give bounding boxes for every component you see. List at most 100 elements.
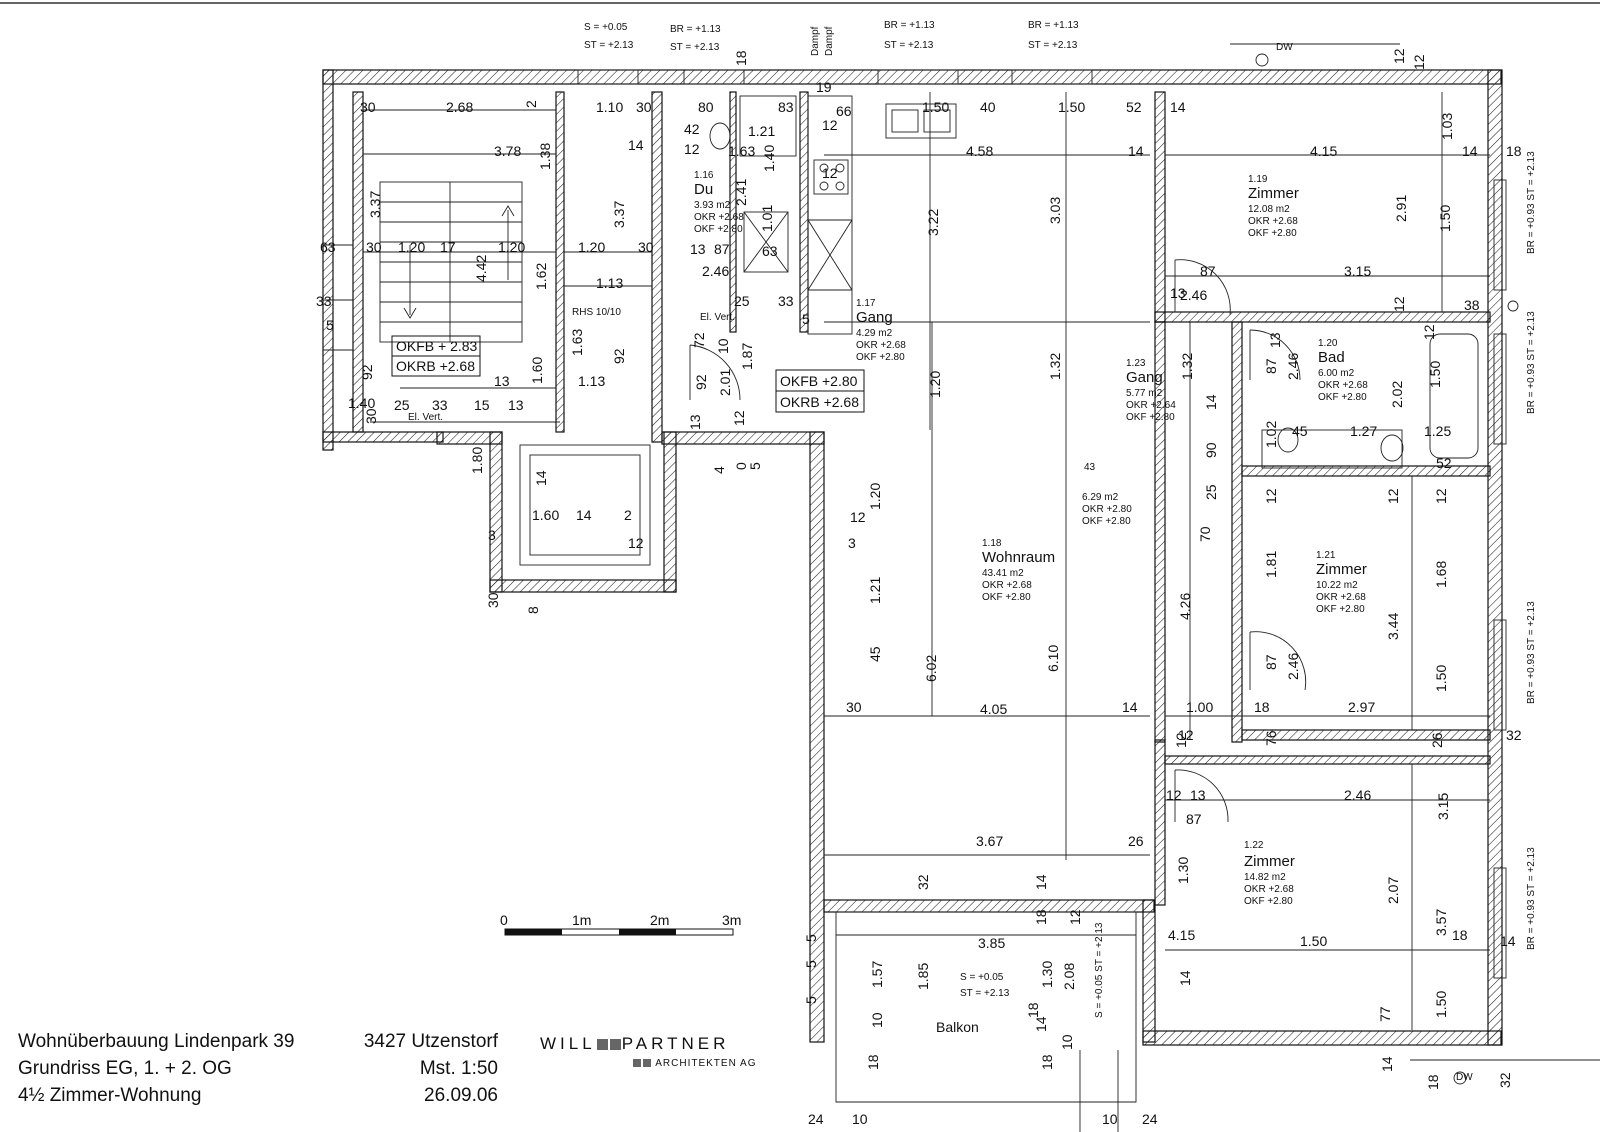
logo-word-left: WILL [540, 1034, 596, 1053]
dimension-value: 1.10 [596, 99, 623, 115]
dimension-value: 33 [432, 397, 448, 413]
window-label-right: BR = +0.93 ST = +2.13 [1526, 601, 1537, 704]
dimension-value: 15 [474, 397, 490, 413]
dimension-value: 1.63 [569, 329, 585, 356]
rhs-label: RHS 10/10 [572, 307, 621, 318]
dimension-value: 3.15 [1344, 263, 1371, 279]
dimension-value: 3.78 [494, 143, 521, 159]
dimension-value: 1.20 [398, 239, 425, 255]
dimension-value: 30 [363, 408, 379, 424]
room-okr: OKR +2.68 [1318, 380, 1368, 391]
dimension-value: 18 [1039, 1054, 1055, 1070]
dimension-value: 12 [1263, 488, 1279, 504]
el-vert-label: El. Vert. [700, 312, 735, 323]
dimension-value: 2.46 [1285, 353, 1301, 380]
dimension-value: 30 [846, 699, 862, 715]
room-name: Du [694, 181, 713, 198]
dimension-value: 10 [715, 338, 731, 354]
okfb-label: OKFB +2.80 [780, 373, 858, 389]
dimension-value: 5 [803, 934, 819, 942]
room-label-1-16: 1.16 Du 3.93 m2 OKR +2.68 OKF +2.80 [694, 170, 744, 235]
dimension-value: 18 [1025, 1002, 1041, 1018]
window-label-b: ST = +2.13 [584, 40, 634, 51]
scale-label: 2m [650, 912, 669, 928]
room-id: 1.23 [1126, 358, 1146, 369]
room-area: 4.29 m2 [856, 328, 893, 339]
room-okf: OKF +2.80 [856, 352, 905, 363]
room-label-1-19: 1.19 Zimmer 12.08 m2 OKR +2.68 OKF +2.80 [1248, 174, 1299, 239]
window-label-a: BR = +1.13 [670, 24, 721, 35]
dimension-value: 1.60 [532, 507, 559, 523]
scale-label: 1m [572, 912, 591, 928]
dimension-value: 1.20 [867, 483, 883, 510]
dimension-value: 1.40 [348, 395, 375, 411]
dimension-value: 24 [808, 1111, 824, 1127]
dimension-value: 12 [1067, 909, 1083, 925]
dimension-value: 1.38 [537, 143, 553, 170]
dimension-value: 3.15 [1435, 793, 1451, 820]
dimension-value: 76 [1263, 730, 1279, 746]
dimension-value: 4.05 [980, 701, 1007, 717]
drawing-scale: Mst. 1:50 [419, 1058, 498, 1079]
window-label-b: ST = +2.13 [670, 42, 720, 53]
dimension-value: 25 [1203, 484, 1219, 500]
dimension-value: 92 [359, 364, 375, 380]
room-label-1-17: 1.17 Gang 4.29 m2 OKR +2.68 OKF +2.80 [856, 298, 906, 363]
dimension-value: 1.20 [498, 239, 525, 255]
dimension-value: 4.26 [1177, 593, 1193, 620]
room-name: Bad [1318, 349, 1345, 366]
room-area: 6.00 m2 [1318, 368, 1355, 379]
dimension-value: 8 [525, 606, 541, 614]
window-label-right: BR = +0.93 ST = +2.13 [1526, 151, 1537, 254]
dimension-value: 12 [1385, 488, 1401, 504]
room-id: 1.18 [982, 538, 1002, 549]
dimension-value: 12 [628, 535, 644, 551]
dimension-value: 14 [1122, 699, 1138, 715]
dimension-value: 33 [778, 293, 794, 309]
dimension-value: 18 [1425, 1074, 1441, 1090]
dimension-value: 1.50 [1427, 361, 1443, 388]
room-id: 1.16 [694, 170, 714, 181]
dimension-value: 12 [1178, 727, 1194, 743]
dimension-value: 1.30 [1175, 857, 1191, 884]
dimension-value: 14 [1462, 143, 1478, 159]
room-okr: OKR +2.68 [982, 580, 1032, 591]
area-size: 6.29 m2 [1082, 492, 1119, 503]
dimension-value: 18 [1254, 699, 1270, 715]
balcony-window-label: S = +0.05 ST = +2.13 [1094, 922, 1105, 1018]
dimension-value: 24 [1142, 1111, 1158, 1127]
interior-walls [352, 91, 1491, 906]
room-label-1-23: 1.23 Gang 5.77 m2 OKR +2.64 OKF +2.80 [1126, 358, 1176, 423]
room-okf: OKF +2.80 [1126, 412, 1175, 423]
dimension-value: 33 [316, 293, 332, 309]
el-vert-label: El. Vert. [408, 412, 443, 423]
dimension-value: 1.68 [1433, 561, 1449, 588]
dw-label: DW [1276, 42, 1293, 53]
dimension-value: 87 [1263, 358, 1279, 374]
dimension-value: 2.01 [717, 369, 733, 396]
dimension-value: 2.46 [1180, 287, 1207, 303]
dimension-value: 12 [731, 410, 747, 426]
dimension-value: 2.02 [1389, 381, 1405, 408]
dimension-value: 1.40 [761, 145, 777, 172]
dimension-value: 3.85 [978, 935, 1005, 951]
dimension-value: 66 [836, 103, 852, 119]
area-okf: OKF +2.80 [1082, 516, 1131, 527]
dimension-value: 1.50 [1300, 933, 1327, 949]
dimension-value: 1.85 [915, 963, 931, 990]
okrb-label: OKRB +2.68 [396, 358, 475, 374]
dimension-value: 18 [865, 1054, 881, 1070]
dimension-value: 1.57 [869, 961, 885, 988]
dimension-value: 2.07 [1385, 877, 1401, 904]
dimension-value: 1.21 [748, 123, 775, 139]
dimension-value: 92 [693, 374, 709, 390]
dimension-value: 10 [852, 1111, 868, 1127]
dimension-value: 1.50 [1058, 99, 1085, 115]
room-okf: OKF +2.80 [1318, 392, 1367, 403]
room-okf: OKF +2.80 [1248, 228, 1297, 239]
dimension-value: 4.42 [473, 255, 489, 282]
window-label-right: BR = +0.93 ST = +2.13 [1526, 311, 1537, 414]
dimension-value: 3 [488, 527, 496, 543]
dimension-value: 18 [733, 50, 749, 66]
